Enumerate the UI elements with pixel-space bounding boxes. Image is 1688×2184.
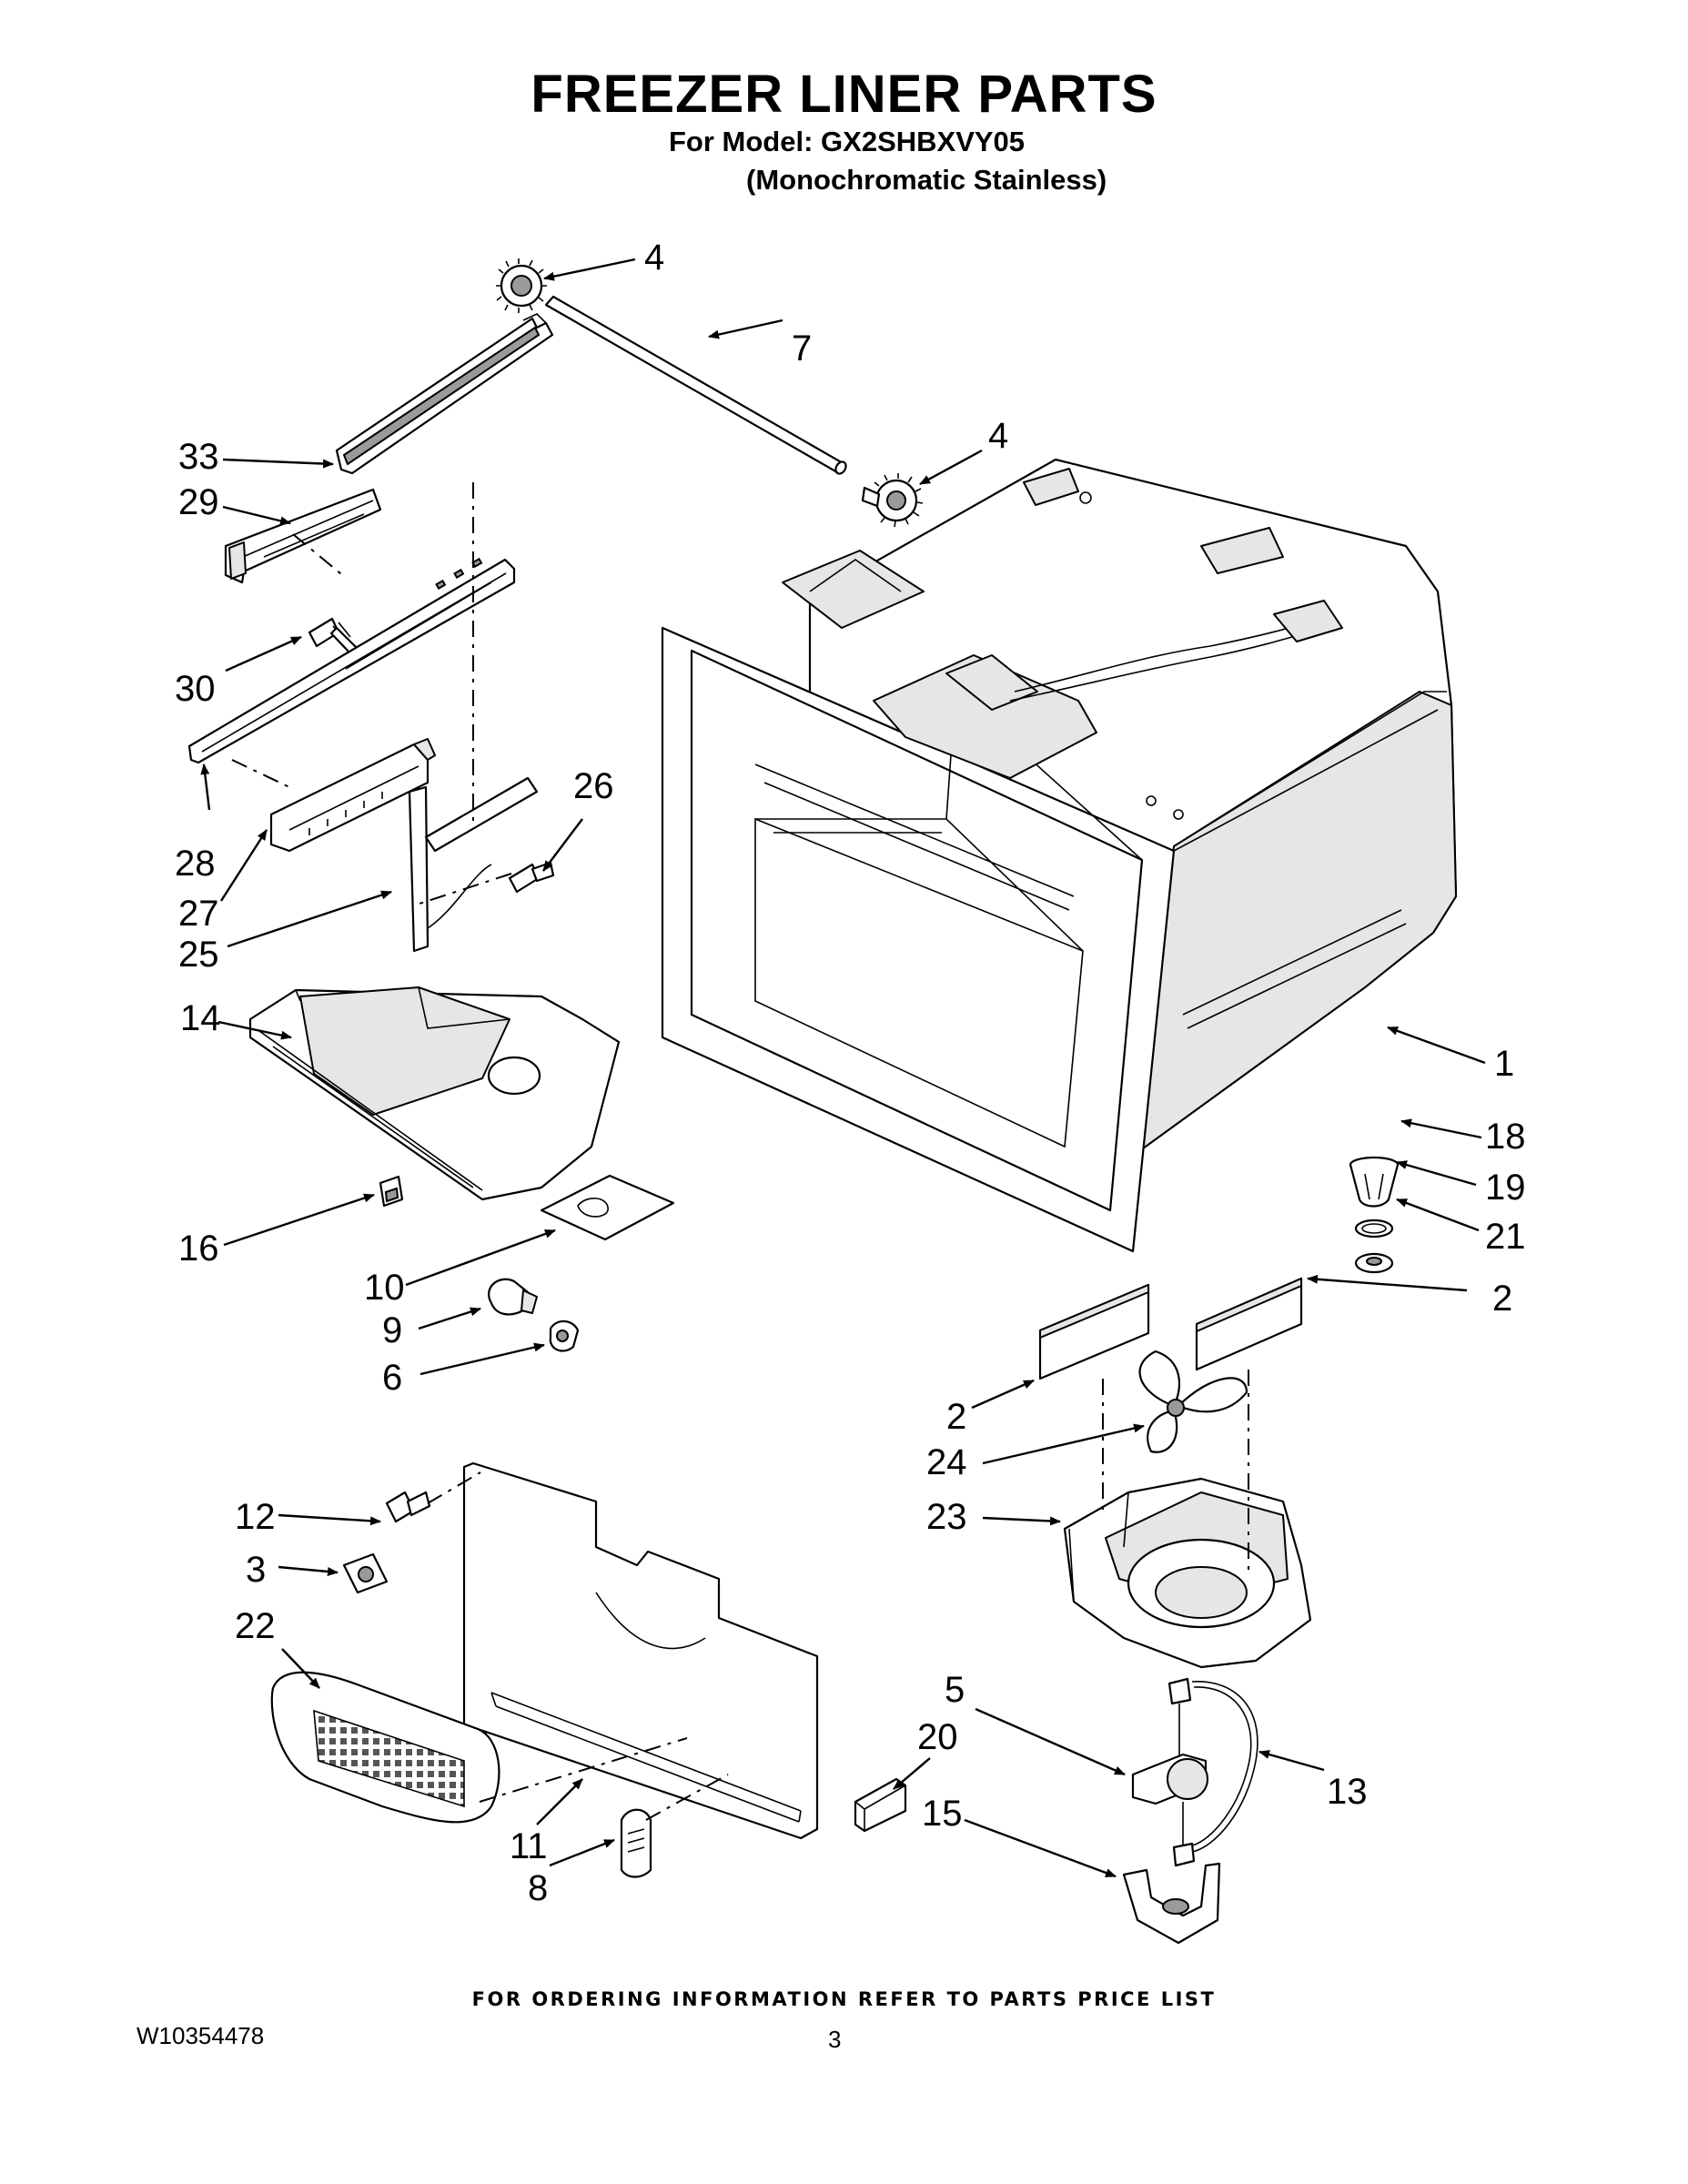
slide-rail	[187, 557, 516, 764]
callout-10: 10	[364, 1268, 405, 1308]
wire-harness	[1191, 1681, 1258, 1853]
ordering-note: FOR ORDERING INFORMATION REFER TO PARTS …	[471, 1988, 1217, 2010]
duct-cover	[248, 986, 621, 1201]
callout-27: 27	[178, 894, 219, 934]
sensor-8	[620, 1808, 652, 1878]
callout-16: 16	[178, 1228, 219, 1269]
callout-11: 11	[510, 1826, 548, 1866]
foam-block-left	[1038, 1283, 1150, 1380]
callout-21: 21	[1485, 1217, 1526, 1257]
pad-10	[540, 1174, 675, 1241]
callout-6: 6	[382, 1358, 402, 1398]
rear-panel	[462, 1461, 819, 1840]
washer	[1354, 1252, 1394, 1274]
gear-lower	[861, 473, 924, 528]
page-number: 3	[828, 2026, 842, 2053]
page-title: FREEZER LINER PARTS	[531, 65, 1157, 124]
callout-3: 3	[246, 1550, 266, 1590]
callout-4-lower: 4	[988, 416, 1008, 456]
callout-26: 26	[573, 766, 614, 806]
freezer-liner	[661, 458, 1458, 1253]
callout-24: 24	[926, 1442, 967, 1482]
callout-25: 25	[178, 935, 219, 975]
motor-bracket	[1122, 1862, 1221, 1945]
leader-lines	[200, 258, 1486, 1878]
bracket-29	[224, 488, 382, 584]
bracket-27	[269, 738, 436, 853]
shaft-rod	[544, 295, 847, 475]
foam-block-right	[1195, 1277, 1303, 1371]
rail-top	[335, 313, 554, 475]
callout-18: 18	[1485, 1117, 1526, 1157]
callout-13: 13	[1327, 1772, 1368, 1812]
foam-strip-20	[854, 1777, 907, 1833]
fan-shroud	[1063, 1477, 1312, 1669]
callout-1: 1	[1494, 1044, 1514, 1084]
callout-7: 7	[792, 329, 812, 369]
assembly-lines	[231, 482, 1249, 1821]
model-line: For Model: GX2SHBXVY05	[669, 126, 1026, 157]
clip-16	[379, 1175, 404, 1208]
screw-12	[385, 1491, 431, 1523]
fan-blade	[1138, 1350, 1248, 1453]
finish-line: (Monochromatic Stainless)	[746, 164, 1107, 196]
callout-23: 23	[926, 1497, 967, 1537]
gasket	[1354, 1218, 1394, 1239]
gear-top	[496, 258, 547, 313]
callout-20: 20	[917, 1717, 958, 1757]
callout-labels: 4 7 4 33 29 30 28 27 25 26 14 16 10 9 6 …	[175, 238, 1526, 1908]
mount-3	[342, 1552, 389, 1594]
callout-14: 14	[180, 998, 221, 1038]
document-number: W10354478	[136, 2022, 265, 2049]
callout-30: 30	[175, 669, 216, 709]
drain-fitting	[1349, 1156, 1400, 1208]
callout-28: 28	[175, 844, 216, 884]
bulb	[488, 1278, 538, 1316]
callout-5: 5	[945, 1670, 965, 1710]
screw-30	[308, 617, 359, 655]
air-grille	[270, 1671, 500, 1824]
callout-15: 15	[922, 1794, 963, 1834]
callout-8: 8	[528, 1868, 548, 1908]
callout-33: 33	[178, 437, 219, 477]
callout-9: 9	[382, 1310, 402, 1350]
bracket-25	[408, 776, 539, 953]
callout-12: 12	[235, 1497, 276, 1537]
callout-22: 22	[235, 1606, 276, 1646]
callout-2-right: 2	[1492, 1279, 1512, 1319]
callout-4-top: 4	[644, 238, 664, 278]
callout-29: 29	[178, 482, 219, 522]
socket	[549, 1320, 580, 1352]
fan-motor	[1131, 1677, 1208, 1867]
callout-2-left: 2	[946, 1397, 966, 1437]
callout-19: 19	[1485, 1168, 1526, 1208]
